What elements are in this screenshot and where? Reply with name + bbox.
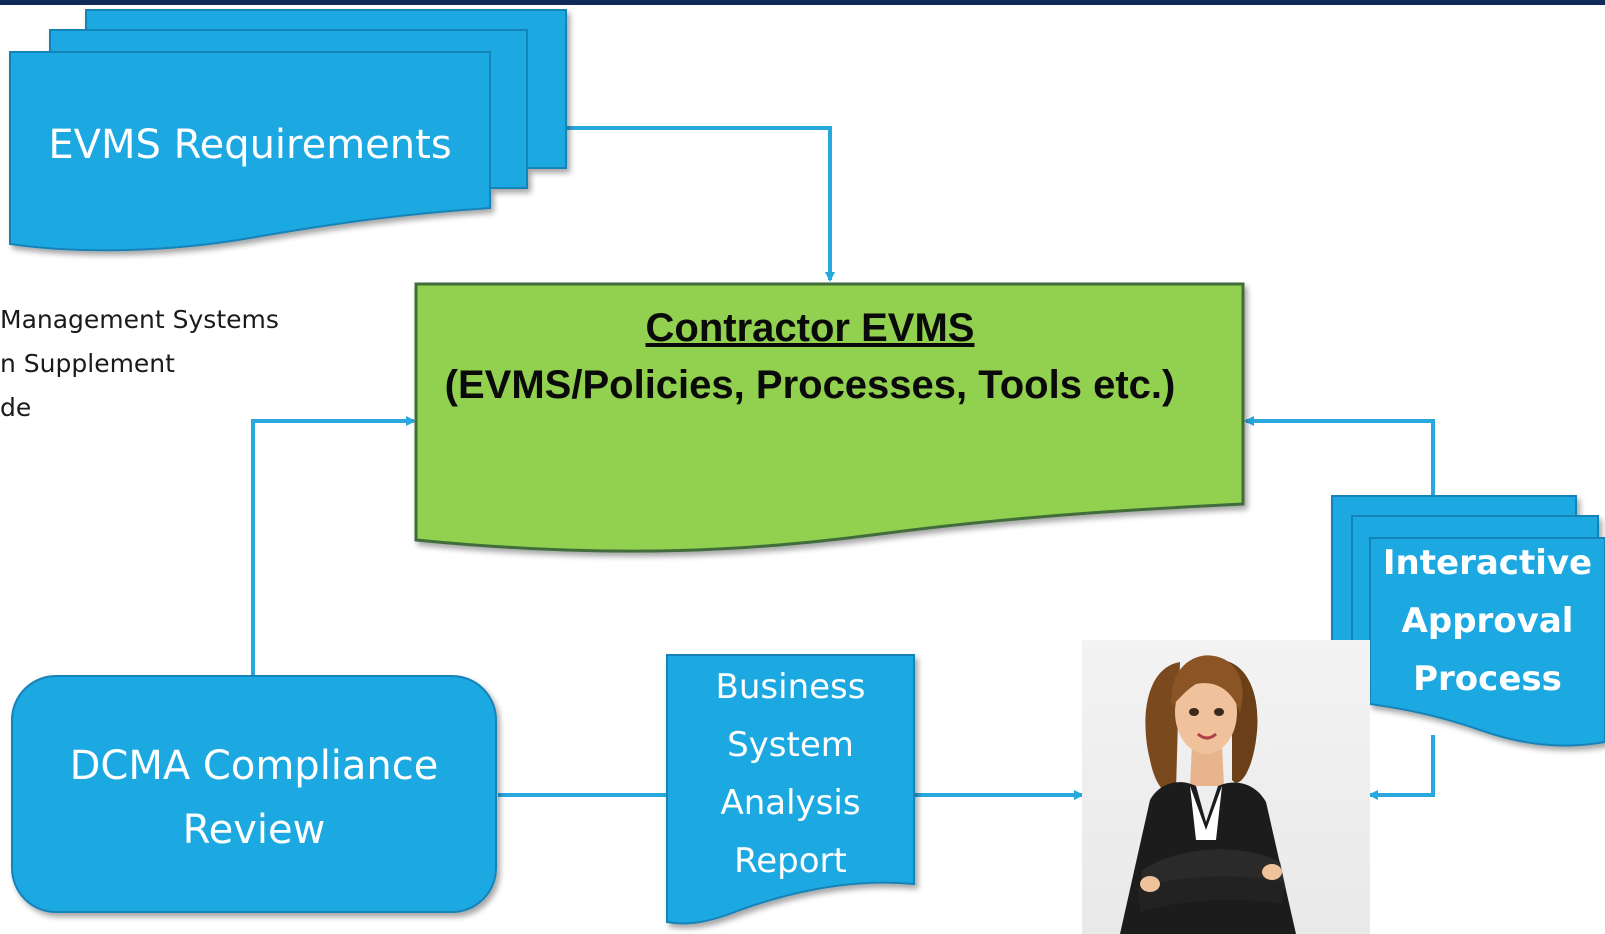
side-list-item-1: Management Systems — [0, 305, 279, 334]
requirements-multidoc-shape — [9, 9, 567, 252]
report-line-4: Report — [734, 841, 847, 881]
approval-line-3: Process — [1413, 659, 1562, 699]
connector-review-to-contractor — [251, 416, 416, 676]
connector-approval-to-person — [1368, 735, 1435, 800]
review-shape — [11, 675, 497, 913]
connector-approval-to-contractor — [1244, 416, 1435, 500]
contractor-evms-title: Contractor EVMS — [645, 306, 975, 350]
contractor-evms-text: Contractor EVMS (EVMS/Policies, Processe… — [412, 300, 1208, 414]
side-list-item-2: n Supplement — [0, 349, 175, 378]
approval-line-1: Interactive — [1382, 543, 1593, 583]
report-shape — [666, 654, 915, 925]
approval-line-2: Approval — [1401, 601, 1574, 641]
report-line-1: Business — [715, 667, 866, 707]
approval-label: Interactive Approval Process — [1370, 534, 1605, 708]
businesswoman-icon — [1082, 640, 1370, 934]
review-label: DCMA Compliance Review — [12, 734, 496, 862]
report-line-3: Analysis — [720, 783, 861, 823]
approval-multidoc-shape — [1331, 495, 1605, 747]
review-label-line2: Review — [182, 807, 326, 853]
contractor-evms-shape — [414, 282, 1245, 553]
requirements-label: EVMS Requirements — [48, 122, 452, 168]
report-line-2: System — [727, 725, 854, 765]
report-label: Business System Analysis Report — [667, 658, 914, 890]
header-bar — [0, 0, 1605, 5]
review-label-line1: DCMA Compliance — [69, 743, 439, 789]
connector-requirements-to-contractor — [566, 126, 835, 282]
side-list-item-3: de — [0, 393, 32, 422]
contractor-evms-subtitle: (EVMS/Policies, Processes, Tools etc.) — [444, 363, 1176, 407]
